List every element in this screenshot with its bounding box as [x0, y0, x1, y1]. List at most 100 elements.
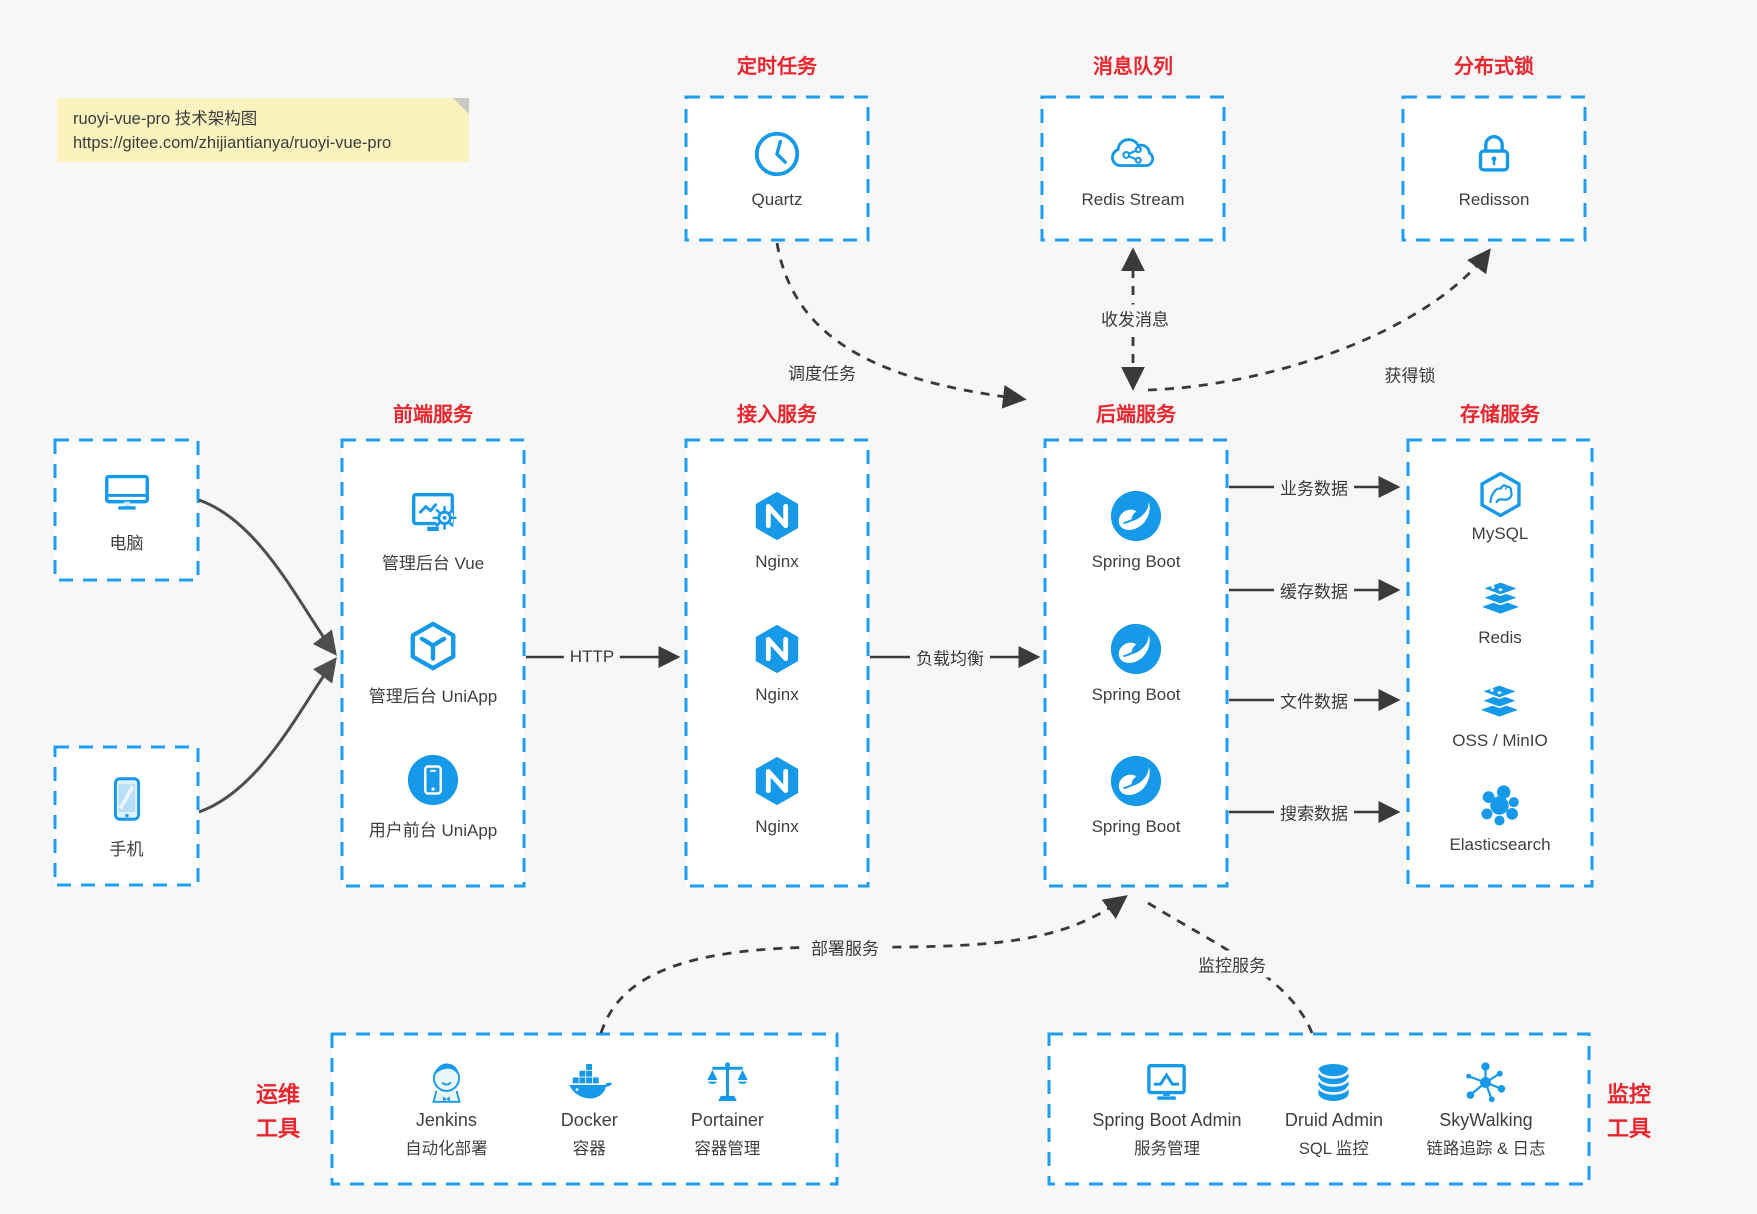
- node-redisson: Redisson: [1459, 127, 1529, 210]
- phone-icon: [113, 777, 140, 821]
- edge-label-search-data: 搜索数据: [1274, 798, 1354, 826]
- cloud-share-icon: [1110, 138, 1155, 168]
- group-ops-tools: Jenkins 自动化部署 Docker 容器 Portainer 容器管理: [332, 1034, 837, 1184]
- tool-desc: 容器: [572, 1140, 606, 1158]
- note-title: ruoyi-vue-pro 技术架构图: [73, 110, 258, 128]
- elasticsearch-icon: [1481, 785, 1520, 826]
- group-client-phone: 手机: [55, 747, 198, 885]
- edge-label-acquire-lock: 获得锁: [1378, 360, 1442, 388]
- admin-vue-icon: [412, 492, 457, 531]
- node-portainer: Portainer 容器管理: [691, 1059, 764, 1159]
- tool-desc: 链路追踪 & 日志: [1426, 1140, 1546, 1158]
- group-scheduled-tasks: Quartz: [686, 97, 868, 240]
- edge-label-monitor: 监控服务: [1192, 950, 1272, 978]
- node-label: MySQL: [1471, 523, 1529, 543]
- nginx-icon: [755, 624, 799, 673]
- skywalking-icon: [1466, 1062, 1506, 1103]
- node-label: OSS / MinIO: [1452, 731, 1548, 751]
- tool-desc: SQL 监控: [1298, 1140, 1369, 1158]
- node-label: Elasticsearch: [1449, 835, 1551, 855]
- node-springboot-1: Spring Boot: [1091, 489, 1181, 572]
- druid-icon: [1317, 1064, 1351, 1101]
- node-springboot-2: Spring Boot: [1091, 622, 1181, 705]
- group-backend-services: Spring Boot Spring Boot Spring Boot: [1045, 440, 1227, 886]
- edge-label-load-balance: 负载均衡: [910, 643, 990, 671]
- node-pc: 电脑: [100, 466, 154, 554]
- node-label: 电脑: [109, 534, 144, 553]
- node-label: Redis Stream: [1081, 190, 1185, 209]
- node-springboot-admin: Spring Boot Admin 服务管理: [1092, 1059, 1242, 1159]
- node-label: Redis: [1478, 627, 1522, 647]
- group-gateway-services: Nginx Nginx Nginx: [686, 440, 868, 886]
- tool-name: SkyWalking: [1439, 1110, 1533, 1130]
- title-message-queue: 消息队列: [1093, 56, 1173, 78]
- node-label: Spring Boot: [1091, 684, 1181, 704]
- node-redis-stream: Redis Stream: [1081, 127, 1185, 210]
- jenkins-icon: [432, 1063, 461, 1103]
- mysql-icon: [1479, 471, 1521, 518]
- tool-name: Spring Boot Admin: [1092, 1110, 1242, 1130]
- springboot-admin-icon: [1147, 1064, 1187, 1100]
- oss-stack-icon: [1479, 684, 1521, 717]
- node-nginx-3: Nginx: [750, 754, 804, 837]
- node-label: Nginx: [755, 552, 799, 572]
- node-label: Nginx: [755, 684, 799, 704]
- spring-icon: [1110, 623, 1162, 674]
- node-nginx-2: Nginx: [750, 622, 804, 705]
- node-label: Spring Boot: [1091, 816, 1181, 836]
- group-client-pc: 电脑: [55, 440, 198, 580]
- edge-label-deploy: 部署服务: [805, 933, 885, 961]
- title-frontend-services: 前端服务: [393, 404, 473, 426]
- docker-icon: [569, 1064, 612, 1099]
- node-elasticsearch: Elasticsearch: [1449, 782, 1551, 855]
- node-docker: Docker 容器: [561, 1059, 618, 1159]
- node-quartz: Quartz: [750, 127, 804, 210]
- node-springboot-3: Spring Boot: [1091, 754, 1181, 837]
- node-label: 手机: [109, 840, 144, 859]
- redis-stack-icon: [1479, 580, 1521, 614]
- node-label: Nginx: [755, 816, 799, 836]
- tool-desc: 服务管理: [1133, 1140, 1200, 1158]
- title-distributed-lock: 分布式锁: [1454, 56, 1534, 78]
- edge-label-business-data: 业务数据: [1274, 473, 1354, 501]
- group-distributed-lock: Redisson: [1403, 97, 1585, 240]
- user-app-icon: [407, 754, 459, 805]
- note-url: https://gitee.com/zhijiantianya/ruoyi-vu…: [73, 133, 392, 152]
- edge-label-http: HTTP: [563, 646, 621, 668]
- tool-desc: 容器管理: [694, 1140, 761, 1158]
- node-skywalking: SkyWalking 链路追踪 & 日志: [1426, 1059, 1546, 1159]
- group-storage-services: MySQL Redis OSS / MinIO Elasticsearch: [1408, 440, 1592, 886]
- edge-label-messages: 收发消息: [1095, 304, 1175, 332]
- node-oss-minio: OSS / MinIO: [1452, 678, 1548, 751]
- title-gateway-services: 接入服务: [737, 404, 817, 426]
- nginx-icon: [755, 756, 799, 805]
- lock-icon: [1478, 135, 1510, 172]
- node-label: Quartz: [751, 190, 803, 209]
- edge-label-cache-data: 缓存数据: [1274, 576, 1354, 604]
- group-monitor-tools: Spring Boot Admin 服务管理 Druid Admin SQL 监…: [1049, 1034, 1589, 1184]
- note-fold-corner: [453, 98, 469, 114]
- title-backend-services: 后端服务: [1096, 404, 1176, 426]
- tool-name: Druid Admin: [1284, 1110, 1383, 1130]
- edge-label-file-data: 文件数据: [1274, 686, 1354, 714]
- tool-desc: 自动化部署: [405, 1140, 488, 1158]
- title-monitor-tools: 监控工具: [1607, 1082, 1652, 1142]
- node-label: 管理后台 Vue: [381, 553, 485, 573]
- tool-name: Jenkins: [415, 1110, 477, 1130]
- node-phone: 手机: [100, 772, 154, 860]
- node-druid-admin: Druid Admin SQL 监控: [1285, 1059, 1383, 1159]
- node-admin-uniapp: 管理后台 UniApp: [369, 619, 497, 707]
- node-label: 管理后台 UniApp: [368, 687, 498, 706]
- tool-name: Docker: [560, 1110, 618, 1130]
- edge-label-schedule: 调度任务: [782, 358, 862, 386]
- node-label: Spring Boot: [1091, 552, 1181, 572]
- node-mysql: MySQL: [1471, 471, 1529, 544]
- spring-icon: [1110, 755, 1162, 806]
- node-admin-vue: 管理后台 Vue: [382, 486, 484, 574]
- node-nginx-1: Nginx: [750, 489, 804, 572]
- client-arrows: [198, 498, 337, 814]
- clock-icon: [754, 131, 800, 177]
- node-user-uniapp: 用户前台 UniApp: [369, 753, 497, 841]
- tool-name: Portainer: [690, 1110, 764, 1130]
